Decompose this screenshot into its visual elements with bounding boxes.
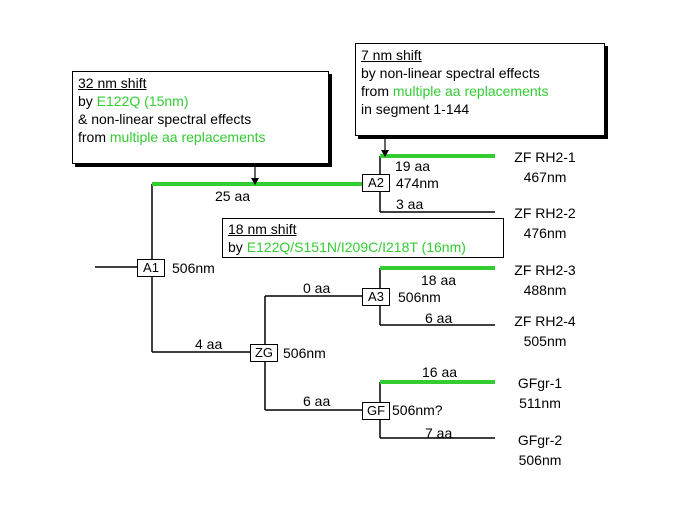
- leaf-name: ZF RH2-3: [514, 262, 576, 278]
- annotation-7nm-replacements: multiple aa replacements: [392, 83, 549, 99]
- annotation-32nm-mutation: E122Q (15nm): [96, 93, 189, 109]
- branch-label-a1-a2: 25 aa: [215, 188, 251, 204]
- annotation-7nm-from-line: from multiple aa replacements: [361, 82, 599, 100]
- annotation-7nm-line4: in segment 1-144: [361, 101, 470, 117]
- leaf-zf-rh2-3: ZF RH2-3 488nm: [505, 260, 585, 300]
- leaf-value: 476nm: [523, 225, 567, 241]
- node-a3: A3: [362, 288, 390, 306]
- annotation-32nm-line3: & non-linear spectral effects: [78, 111, 252, 127]
- leaf-value: 467nm: [523, 169, 567, 185]
- leaf-zf-rh2-2: ZF RH2-2 476nm: [505, 203, 585, 243]
- leaf-name: ZF RH2-4: [514, 313, 576, 329]
- annotation-18nm-mutations: E122Q/S151N/I209C/I218T (16nm): [246, 239, 466, 255]
- annotation-32nm-replacements: multiple aa replacements: [109, 129, 266, 145]
- annotation-7nm-title: 7 nm shift: [361, 47, 422, 63]
- node-a1: A1: [137, 259, 165, 277]
- branch-label-gf-gfgr2: 7 aa: [425, 425, 453, 441]
- annotation-32nm-by: by: [78, 93, 97, 109]
- leaf-value: 505nm: [523, 333, 567, 349]
- node-a3-value: 506nm: [398, 289, 441, 305]
- branch-label-a2-rh21: 19 aa: [395, 158, 431, 174]
- arrow-32nm-head: [251, 178, 259, 185]
- annotation-32nm-shift: 32 nm shift by E122Q (15nm) & non-linear…: [72, 71, 329, 164]
- branch-label-a2-rh22: 3 aa: [396, 196, 424, 212]
- leaf-name: ZF RH2-2: [514, 205, 576, 221]
- leaf-zf-rh2-1: ZF RH2-1 467nm: [505, 147, 585, 187]
- annotation-7nm-shift: 7 nm shift by non-linear spectral effect…: [355, 43, 605, 136]
- branch-label-a1-zg: 4 aa: [195, 336, 223, 352]
- annotation-32nm-from-line: from multiple aa replacements: [78, 128, 323, 146]
- annotation-32nm-by-line: by E122Q (15nm): [78, 92, 323, 110]
- node-a2-value: 474nm: [396, 175, 439, 191]
- annotation-18nm-by: by: [228, 239, 247, 255]
- node-zg: ZG: [250, 344, 278, 362]
- branch-label-a3-rh24: 6 aa: [425, 310, 453, 326]
- leaf-name: GFgr-1: [517, 375, 563, 391]
- node-zg-value: 506nm: [283, 345, 326, 361]
- leaf-name: ZF RH2-1: [514, 149, 576, 165]
- annotation-32nm-from: from: [78, 129, 110, 145]
- branch-label-zg-a3: 0 aa: [303, 280, 331, 296]
- node-a2: A2: [362, 174, 390, 192]
- node-gf-value: 506nm?: [392, 402, 443, 418]
- leaf-value: 511nm: [519, 395, 561, 411]
- leaf-zf-rh2-4: ZF RH2-4 505nm: [505, 311, 585, 351]
- annotation-7nm-from: from: [361, 83, 393, 99]
- annotation-18nm-by-line: by E122Q/S151N/I209C/I218T (16nm): [228, 238, 498, 256]
- branch-label-zg-gf: 6 aa: [303, 393, 331, 409]
- branch-label-gf-gfgr1: 16 aa: [422, 364, 458, 380]
- arrow-7nm-head: [381, 150, 389, 157]
- annotation-7nm-line2: by non-linear spectral effects: [361, 65, 540, 81]
- leaf-value: 506nm: [518, 452, 562, 468]
- annotation-18nm-title: 18 nm shift: [228, 221, 297, 237]
- leaf-gfgr-1: GFgr-1 511nm: [500, 373, 580, 413]
- annotation-32nm-title: 32 nm shift: [78, 75, 147, 91]
- branch-label-a3-rh23: 18 aa: [421, 272, 457, 288]
- annotation-18nm-shift: 18 nm shift by E122Q/S151N/I209C/I218T (…: [222, 218, 504, 258]
- leaf-gfgr-2: GFgr-2 506nm: [500, 430, 580, 470]
- node-a1-value: 506nm: [172, 260, 215, 276]
- node-gf: GF: [362, 402, 390, 420]
- leaf-value: 488nm: [523, 282, 567, 298]
- leaf-name: GFgr-2: [517, 432, 563, 448]
